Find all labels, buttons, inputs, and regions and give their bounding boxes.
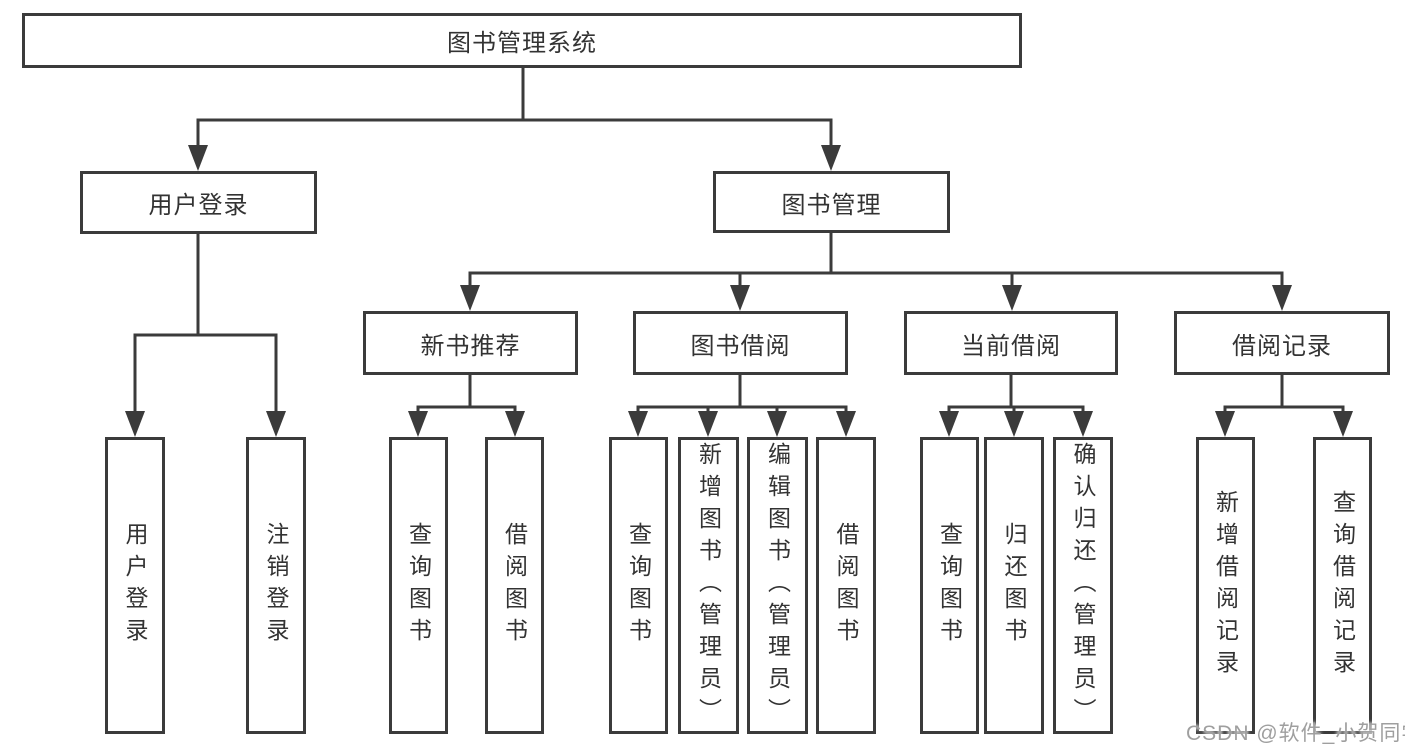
leaf-add-borrow-record: 新增借阅记录 xyxy=(1196,437,1255,734)
node-label: 用户登录 xyxy=(148,192,249,219)
node-library-system: 图书管理系统 xyxy=(22,13,1022,68)
leaf-query-books-recommend: 查询图书 xyxy=(389,437,448,734)
node-label: 编辑图书（管理员） xyxy=(764,441,791,730)
node-label: 查询图书 xyxy=(625,521,652,650)
node-label: 图书管理系统 xyxy=(447,30,597,57)
leaf-query-books-borrow: 查询图书 xyxy=(609,437,668,734)
node-label: 新增借阅记录 xyxy=(1212,489,1239,682)
leaf-borrow-books-recommend: 借阅图书 xyxy=(485,437,544,734)
node-user-login: 用户登录 xyxy=(80,171,317,234)
leaf-edit-book-admin: 编辑图书（管理员） xyxy=(747,437,808,734)
node-label: 查询图书 xyxy=(936,521,963,650)
leaf-user-login: 用户登录 xyxy=(105,437,165,734)
node-current-borrow: 当前借阅 xyxy=(904,311,1118,375)
node-book-management: 图书管理 xyxy=(713,171,950,233)
leaf-query-borrow-record: 查询借阅记录 xyxy=(1313,437,1372,734)
leaf-logout: 注销登录 xyxy=(246,437,306,734)
node-label: 查询图书 xyxy=(405,521,432,650)
leaf-confirm-return-admin: 确认归还（管理员） xyxy=(1053,437,1113,734)
node-new-book-recommend: 新书推荐 xyxy=(363,311,578,375)
leaf-add-book-admin: 新增图书（管理员） xyxy=(678,437,739,734)
node-label: 图书借阅 xyxy=(690,332,791,360)
node-label: 借阅图书 xyxy=(501,521,528,650)
node-borrow-records: 借阅记录 xyxy=(1174,311,1390,375)
node-label: 图书管理 xyxy=(781,191,882,219)
leaf-query-books-current: 查询图书 xyxy=(920,437,979,734)
node-label: 借阅记录 xyxy=(1232,332,1332,360)
node-book-borrow: 图书借阅 xyxy=(633,311,848,375)
node-label: 注销登录 xyxy=(263,521,289,650)
node-label: 新书推荐 xyxy=(420,332,521,360)
csdn-watermark: CSDN @软件_小贺同学 xyxy=(1186,722,1405,745)
node-label: 用户登录 xyxy=(122,521,148,650)
node-label: 归还图书 xyxy=(1001,521,1027,650)
node-label: 当前借阅 xyxy=(961,332,1061,360)
node-label: 确认归还（管理员） xyxy=(1070,441,1096,730)
node-label: 新增图书（管理员） xyxy=(695,441,722,730)
leaf-return-book: 归还图书 xyxy=(984,437,1044,734)
node-label: 查询借阅记录 xyxy=(1329,489,1356,682)
leaf-borrow-book: 借阅图书 xyxy=(816,437,876,734)
node-label: 借阅图书 xyxy=(833,521,859,650)
